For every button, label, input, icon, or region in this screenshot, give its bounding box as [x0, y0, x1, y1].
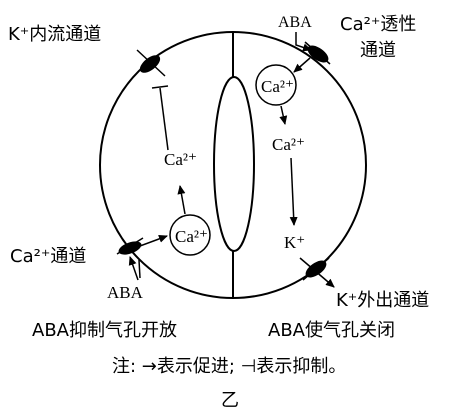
ca-channel-left-icon — [116, 237, 144, 255]
arrow-right-circle-to-ca — [279, 105, 288, 125]
ca-channel-left-label: Ca²⁺通道 — [10, 246, 86, 267]
aba-top-label: ABA — [278, 14, 312, 31]
caption-left: ABA抑制气孔开放 — [32, 320, 177, 341]
k-outflow-channel-label: K⁺外出通道 — [336, 290, 429, 311]
arrow-channel-to-right-circle — [293, 57, 311, 73]
inhibit-bar — [151, 85, 169, 89]
figure-label: 乙 — [221, 390, 239, 411]
legend-note: 注: →表示促进; ⊣表示抑制。 — [112, 356, 346, 377]
ca-left-circle-label: Ca²⁺ — [175, 227, 208, 246]
k-outflow-channel-icon — [302, 257, 330, 281]
k-inflow-channel-label: K⁺内流通道 — [8, 24, 101, 45]
arrow-ca-channel-to-circle — [120, 235, 168, 254]
caption-right: ABA使气孔关闭 — [268, 320, 395, 341]
ca-left-free-label: Ca²⁺ — [164, 150, 197, 169]
ca-permeable-channel-label-2: 通道 — [360, 40, 396, 61]
aba-bottom-label: ABA — [107, 283, 144, 302]
arrow-left-circle-to-ca — [177, 185, 186, 215]
arrow-k-outflow — [299, 257, 335, 288]
arrow-ca-to-k — [289, 157, 298, 226]
ca-right-circle-label: Ca²⁺ — [261, 77, 294, 96]
stomatal-pore — [213, 76, 255, 252]
inhibit-line — [159, 87, 169, 151]
k-right-label: K⁺ — [284, 233, 305, 252]
arrow-aba-top — [295, 32, 312, 52]
ca-permeable-channel-label-1: Ca²⁺透性 — [340, 14, 416, 35]
arrow-aba-to-ca-channel-b — [138, 259, 141, 279]
ca-circle-left — [169, 214, 211, 256]
ca-right-free-label: Ca²⁺ — [272, 135, 305, 154]
k-inflow-channel-icon — [136, 49, 166, 77]
ca-circle-right — [255, 64, 297, 106]
arrow-aba-to-ca-channel-a — [128, 256, 139, 281]
